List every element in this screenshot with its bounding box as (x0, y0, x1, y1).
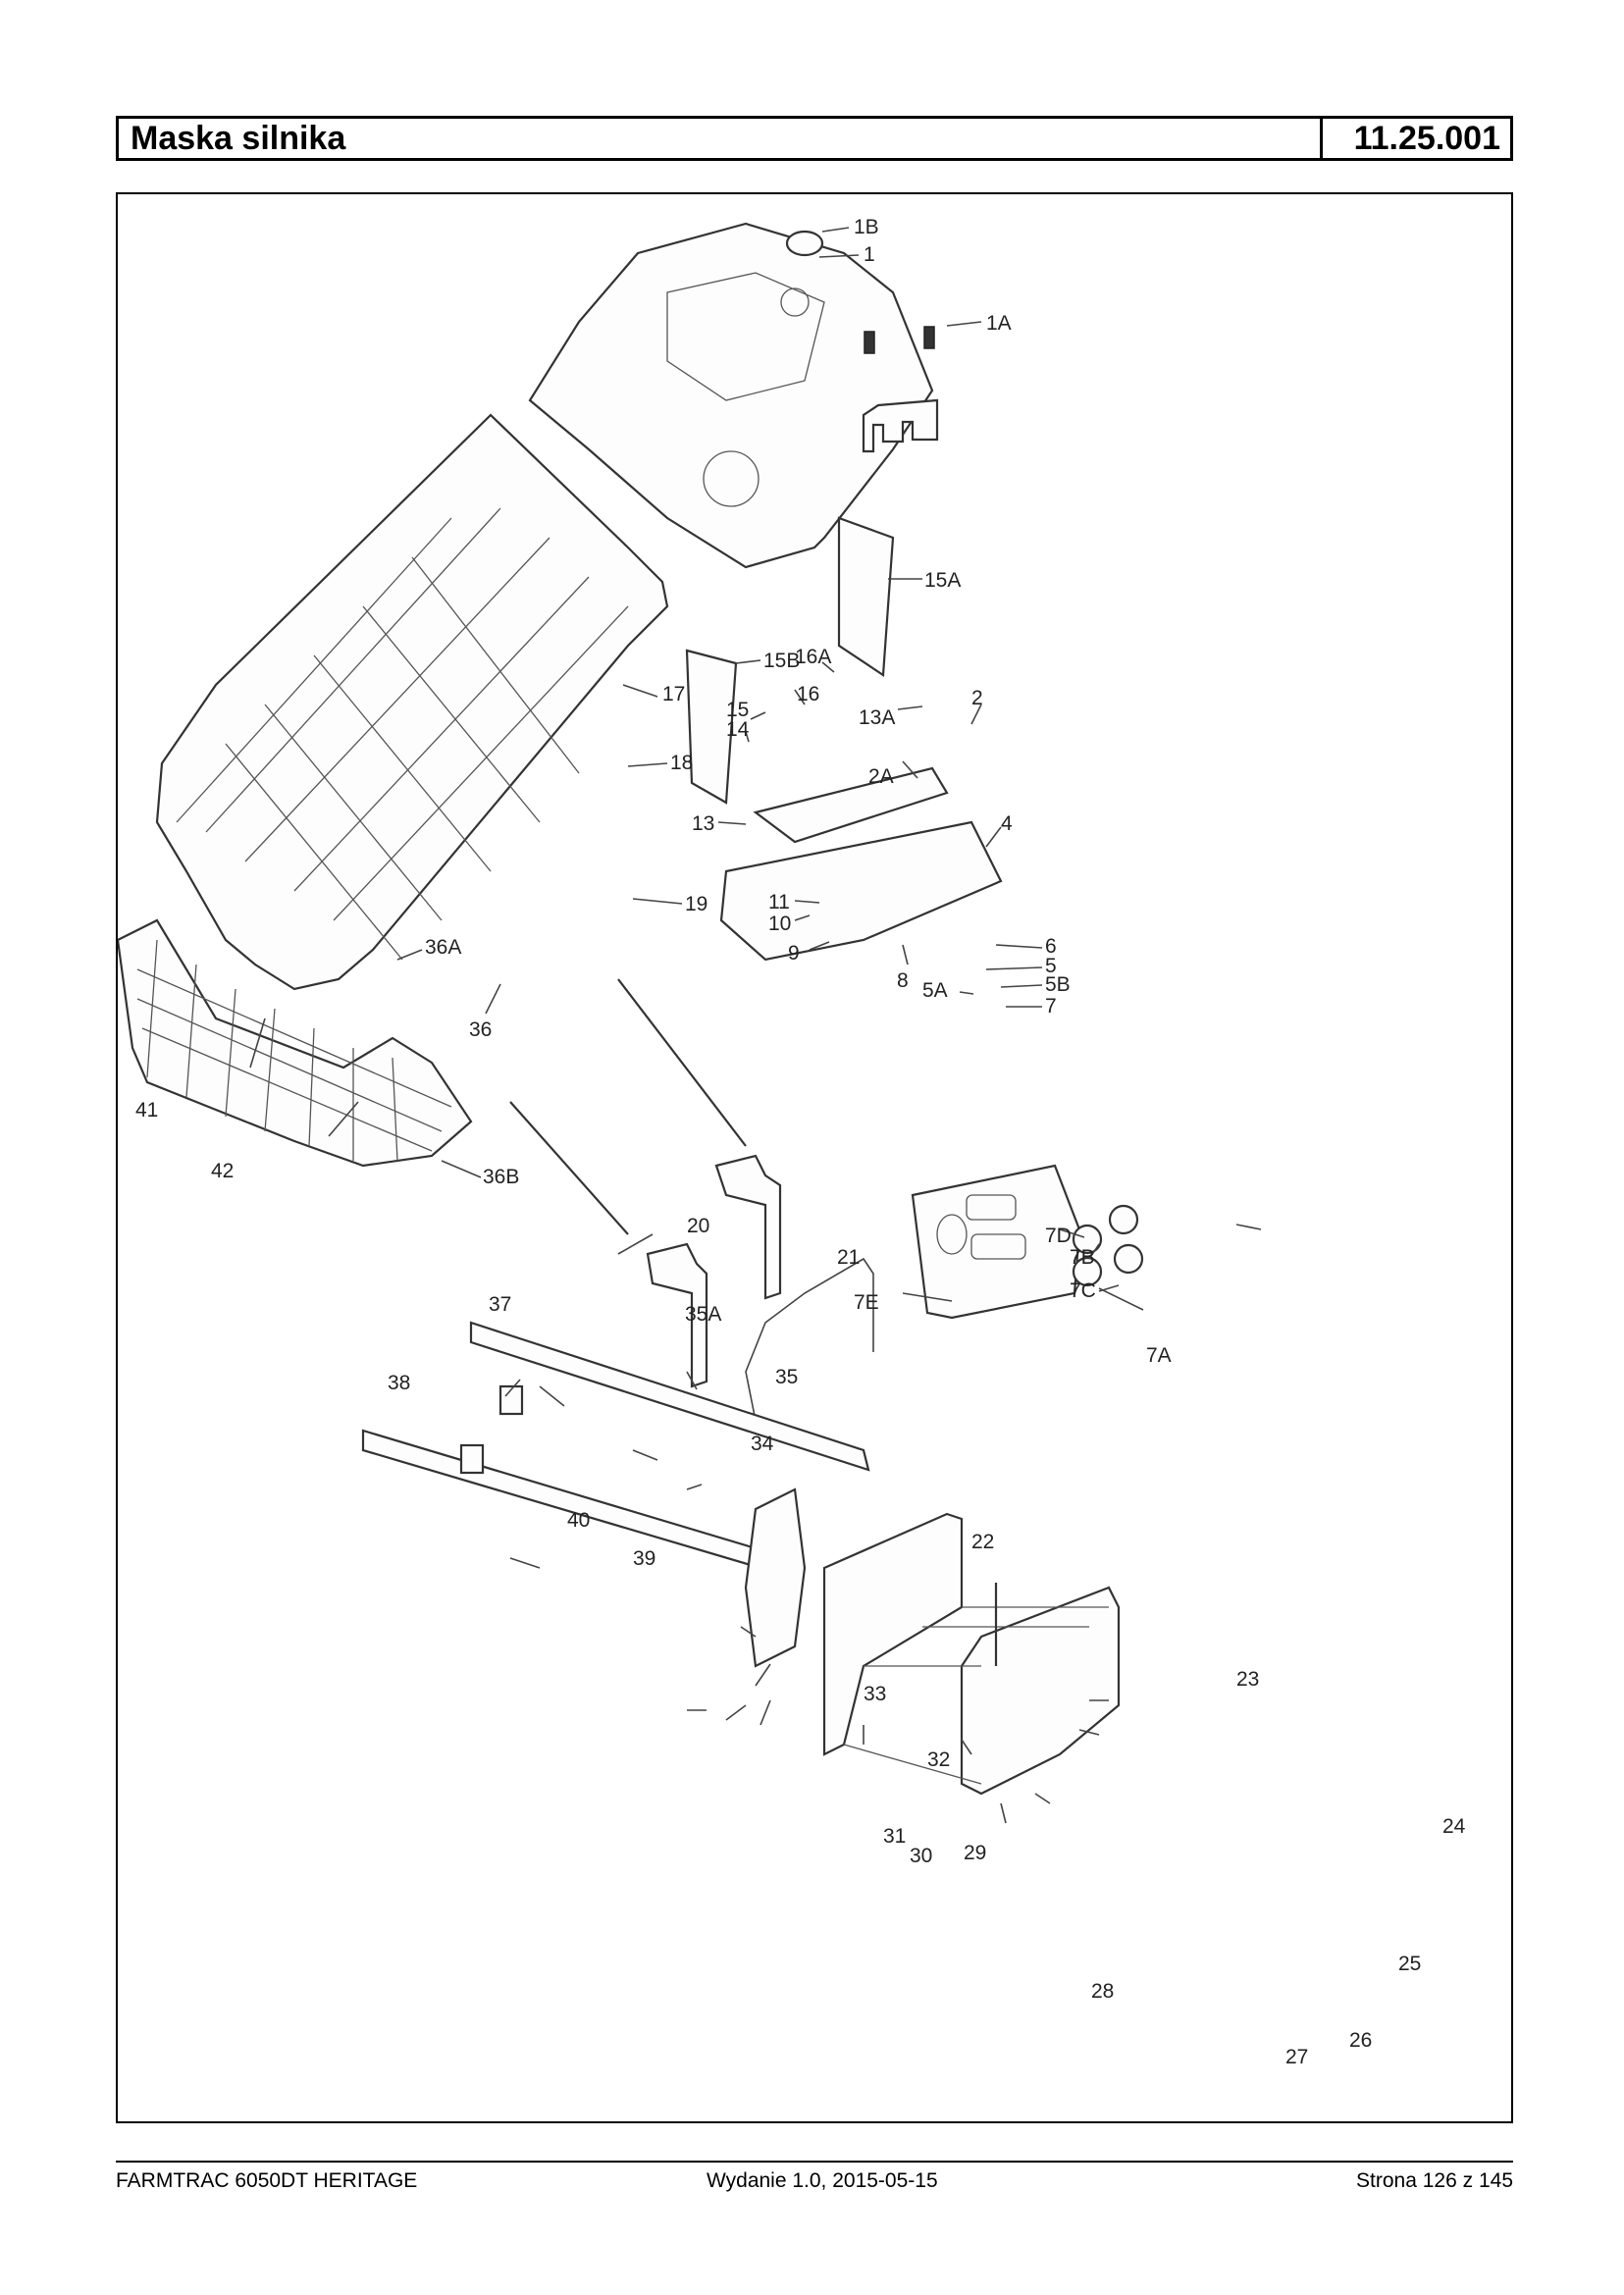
callout-label: 15A (924, 569, 961, 592)
callout-label: 1 (864, 243, 875, 266)
callout-label: 28 (1091, 1980, 1114, 2003)
footer-page-number: Strona 126 z 145 (1356, 2169, 1513, 2192)
callout-label: 15 (726, 699, 749, 721)
callout-label: 36 (469, 1018, 492, 1041)
callout-label: 17 (662, 683, 685, 705)
front-panel-7 (911, 1164, 1081, 1320)
callout-label: 13 (692, 812, 714, 835)
frame-23 (822, 1512, 964, 1756)
plate-11 (753, 766, 949, 844)
section-code: 11.25.001 (1320, 119, 1510, 158)
callout-label: 1B (854, 216, 879, 238)
callout-label: 41 (135, 1099, 158, 1121)
callout-label: 22 (971, 1531, 994, 1553)
callout-label: 5A (922, 979, 948, 1002)
callout-label: 35A (685, 1303, 721, 1326)
callout-label: 11 (768, 891, 790, 913)
callout-label: 5B (1045, 973, 1071, 996)
hinge-20 (714, 1154, 782, 1300)
callout-label: 27 (1285, 2046, 1308, 2068)
callout-label: 7 (1045, 995, 1057, 1017)
callout-label: 36A (425, 936, 461, 959)
hood-top-panel (528, 222, 934, 569)
callout-label: 33 (864, 1683, 886, 1705)
cap-1B (785, 230, 824, 257)
footer-rule (116, 2161, 1513, 2163)
callout-label: 13A (859, 706, 895, 729)
callout-label: 40 (567, 1509, 590, 1532)
callout-label: 32 (927, 1748, 950, 1771)
callout-label: 16 (797, 683, 819, 705)
callout-label: 19 (685, 893, 707, 915)
bracket-33 (744, 1487, 807, 1668)
side-panel-15B (685, 649, 738, 805)
callout-label: 4 (1001, 812, 1013, 835)
callout-label: 29 (964, 1842, 986, 1864)
callout-label: 8 (897, 969, 909, 992)
callout-label: 23 (1236, 1668, 1259, 1691)
callout-label: 7C (1070, 1279, 1096, 1302)
callout-label: 26 (1349, 2029, 1372, 2052)
callout-label: 38 (388, 1372, 410, 1394)
callout-label: 7E (854, 1291, 879, 1314)
callout-label: 2 (971, 687, 983, 709)
callout-label: 16A (795, 646, 831, 668)
callout-label: 36B (483, 1166, 519, 1188)
callout-label: 5 (1045, 955, 1057, 977)
page-title: Maska silnika (131, 120, 346, 157)
callout-label: 9 (788, 942, 800, 965)
callout-label: 6 (1045, 935, 1057, 958)
callout-label: 37 (489, 1293, 511, 1316)
callout-label: 15B (763, 650, 800, 672)
side-panel-15A (837, 516, 895, 677)
exploded-parts-diagram: 1B 1 1A 15A 15B 17 16 16A 15 14 13A 2 18… (118, 216, 1466, 2068)
callout-label: 42 (211, 1160, 234, 1182)
callout-label: 2A (868, 765, 894, 788)
callout-label: 24 (1442, 1815, 1466, 1838)
callout-label: 21 (837, 1246, 860, 1269)
callout-label: 20 (687, 1215, 709, 1237)
callout-label: 35 (775, 1366, 798, 1388)
rail-34 (469, 1321, 870, 1472)
callout-label: 31 (883, 1825, 906, 1848)
callout-label: 1A (986, 312, 1012, 335)
page-header: Maska silnika 11.25.001 (116, 116, 1513, 161)
callout-label: 10 (768, 913, 791, 935)
plate-4 (719, 820, 1003, 962)
hinge-35 (646, 1242, 708, 1388)
footer-model: FARMTRAC 6050DT HERITAGE (116, 2169, 418, 2192)
callout-label: 25 (1398, 1953, 1421, 1975)
bracket-1A (862, 398, 939, 453)
front-grille (118, 918, 473, 1168)
footer-edition: Wydanie 1.0, 2015-05-15 (707, 2169, 938, 2192)
callout-label: 18 (670, 752, 693, 774)
callout-label: 7D (1045, 1225, 1072, 1247)
callout-label: 7A (1146, 1344, 1172, 1367)
callout-label: 34 (751, 1433, 774, 1455)
frame-25 (960, 1586, 1121, 1796)
callout-label: 30 (910, 1845, 932, 1867)
callout-label: 39 (633, 1547, 655, 1570)
rail-39 (361, 1429, 762, 1570)
engine-hood-17 (155, 413, 669, 991)
callout-label: 14 (726, 718, 750, 741)
exploded-diagram-frame: 1B 1 1A 15A 15B 17 16 16A 15 14 13A 2 18… (116, 192, 1513, 2123)
callout-label: 7B (1070, 1246, 1095, 1269)
